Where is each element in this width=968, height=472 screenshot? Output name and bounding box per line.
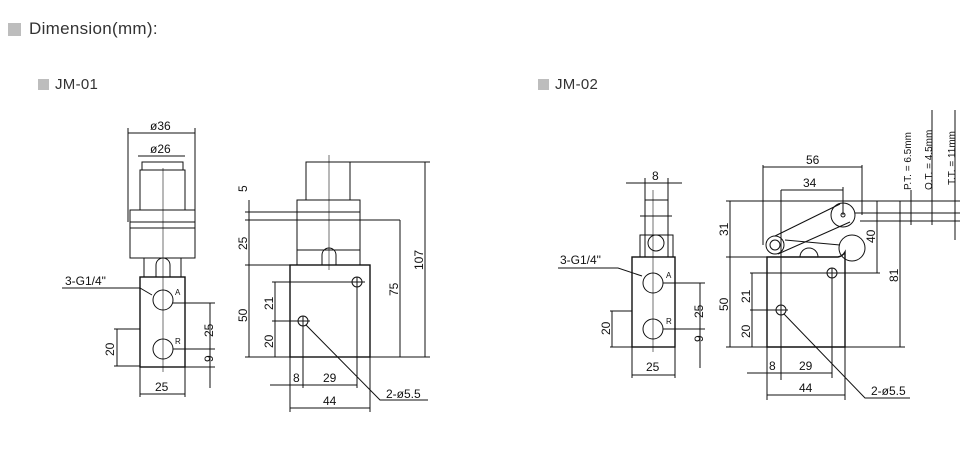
model-name: JM-02: [555, 76, 599, 93]
model-title-jm02: JM-02: [538, 76, 598, 93]
dim-50: 50: [717, 297, 731, 311]
port-r-label: R: [666, 317, 672, 326]
dim-5: 5: [236, 185, 250, 192]
jm02-side-view: 56 34 31 50 21 20 40 81 P.T. = 6.5mm O.T…: [717, 110, 960, 400]
port-label: 3-G1/4": [560, 253, 601, 267]
dim-29: 29: [323, 371, 337, 385]
dim-width-25: 25: [155, 380, 169, 394]
dim-9: 9: [202, 355, 216, 362]
dim-25-vertical: 25: [202, 323, 216, 337]
port-a-label: A: [175, 288, 181, 297]
dim-d36: ø36: [150, 119, 171, 133]
tt-label: T.T. = 11mm: [947, 131, 958, 185]
dim-21: 21: [262, 296, 276, 310]
dim-34: 34: [803, 176, 817, 190]
port-r-label: R: [175, 337, 181, 346]
dim-107: 107: [412, 250, 426, 270]
port-label: 3-G1/4": [65, 274, 106, 288]
dim-56: 56: [806, 153, 820, 167]
dim-44: 44: [799, 381, 813, 395]
dim-81: 81: [887, 268, 901, 282]
dim-d26: ø26: [150, 142, 171, 156]
square-bullet-icon: [8, 22, 21, 36]
dim-44: 44: [323, 394, 337, 408]
dim-20: 20: [262, 334, 276, 348]
square-bullet-icon: [38, 79, 49, 90]
dim-29: 29: [799, 359, 813, 373]
dim-roller-8: 8: [652, 169, 659, 183]
dim-25: 25: [236, 236, 250, 250]
dim-21: 21: [739, 289, 753, 303]
dim-8: 8: [293, 371, 300, 385]
pt-label: P.T. = 6.5mm: [903, 132, 914, 190]
dim-20: 20: [739, 324, 753, 338]
dim-75: 75: [387, 282, 401, 296]
square-bullet-icon: [538, 79, 549, 90]
jm02-front-view: A R 8 3-G1/4" 20 25 9 25: [558, 169, 706, 378]
model-name: JM-01: [55, 76, 99, 93]
jm01-side-view: 5 25 50 21 20 75 107 8 29 44 2-ø5.5: [236, 155, 430, 412]
dim-20: 20: [103, 342, 117, 356]
dim-width-25: 25: [646, 360, 660, 374]
dim-40: 40: [864, 229, 878, 243]
dim-9: 9: [692, 335, 706, 342]
section-title: Dimension(mm):: [8, 19, 158, 39]
jm01-front-view: A R ø36 ø26 3-G1/4" 20 25 9 25: [62, 119, 216, 397]
ot-label: O.T. = 4.5mm: [924, 130, 935, 190]
dim-25-vertical: 25: [692, 304, 706, 318]
dim-31: 31: [717, 222, 731, 236]
holes-label: 2-ø5.5: [871, 384, 906, 398]
section-title-text: Dimension(mm):: [29, 19, 158, 38]
dim-20: 20: [599, 321, 613, 335]
holes-label: 2-ø5.5: [386, 387, 421, 401]
dim-8: 8: [769, 359, 776, 373]
dim-50: 50: [236, 308, 250, 322]
port-a-label: A: [666, 271, 672, 280]
model-title-jm01: JM-01: [38, 76, 98, 93]
